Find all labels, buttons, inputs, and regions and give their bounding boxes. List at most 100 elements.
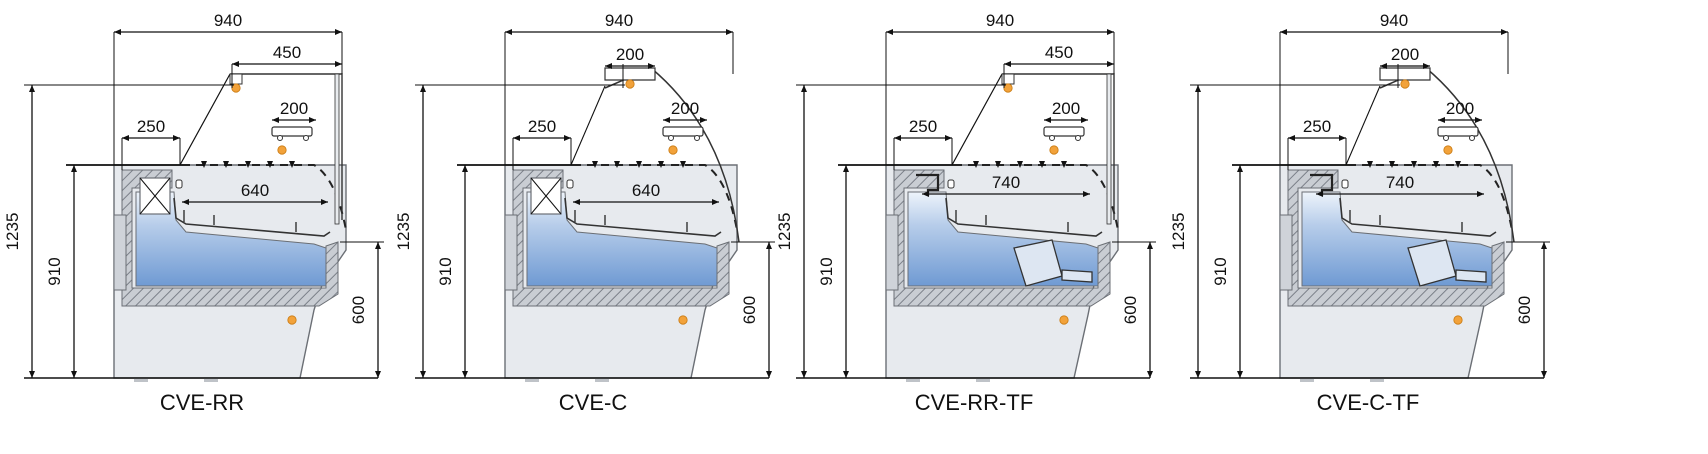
top-depth-arrow-right <box>1107 61 1114 67</box>
air-arrow <box>614 161 620 168</box>
ledge-depth-arrow-right <box>1339 135 1346 141</box>
well-depth-value: 740 <box>992 173 1020 192</box>
shelf-depth-value: 200 <box>1446 99 1474 118</box>
well-depth-arrow-right <box>1083 191 1090 197</box>
counter-height-arrow-bottom <box>71 371 77 378</box>
base-height-arrow-bottom <box>1541 371 1547 378</box>
upper-shelf <box>271 126 313 137</box>
well-depth-value: 640 <box>241 181 269 200</box>
shelf-lamp-icon <box>277 145 287 155</box>
ledge-depth-value: 250 <box>909 117 937 136</box>
overall-width-value: 940 <box>214 11 242 30</box>
shelf-depth-arrow-right <box>309 117 316 123</box>
well-depth-arrow-left <box>1316 191 1323 197</box>
air-curtain <box>573 164 738 231</box>
ledge-depth-value: 250 <box>137 117 165 136</box>
top-depth-value: 200 <box>616 45 644 64</box>
base-height-arrow-top <box>766 242 772 249</box>
bottom-tray <box>1455 269 1487 283</box>
sensor <box>175 179 183 189</box>
top-depth-arrow-left <box>232 61 239 67</box>
overall-height-arrow-bottom <box>420 371 426 378</box>
air-arrow <box>201 161 207 168</box>
top-depth-value: 450 <box>273 43 301 62</box>
deck-supports <box>955 210 1069 232</box>
air-arrow <box>680 161 686 168</box>
shelf-foot <box>277 135 283 141</box>
top-canopy <box>604 67 656 81</box>
air-arrow <box>223 161 229 168</box>
shelf-depth-value: 200 <box>1052 99 1080 118</box>
canopy-lamp-icon <box>1400 79 1410 89</box>
counter-height-value: 910 <box>1211 257 1230 285</box>
display-deck <box>945 197 1103 237</box>
shelf-foot <box>668 135 674 141</box>
side-glass-edge <box>570 85 606 166</box>
shelf-depth-arrow-left <box>272 117 279 123</box>
air-arrow <box>245 161 251 168</box>
top-depth-arrow-right <box>648 63 655 69</box>
counter-height-arrow-top <box>71 165 77 172</box>
base-height-arrow-top <box>1541 242 1547 249</box>
ledge-depth-arrow-left <box>513 135 520 141</box>
air-arrow <box>636 161 642 168</box>
sensor <box>566 179 574 189</box>
well-depth-arrow-left <box>573 199 580 205</box>
shelf-foot <box>1443 135 1449 141</box>
base-height-value: 600 <box>740 296 759 324</box>
counter-height-value: 910 <box>436 257 455 285</box>
overall-height-arrow-top <box>1195 85 1201 92</box>
model-label: CVE-C-TF <box>1317 390 1420 415</box>
plinth-foot <box>204 378 218 382</box>
canopy-lamp-icon <box>625 79 635 89</box>
ledge-depth-value: 250 <box>528 117 556 136</box>
top-depth-arrow-right <box>1423 63 1430 69</box>
counter-height-value: 910 <box>45 257 64 285</box>
ledge-depth-arrow-right <box>945 135 952 141</box>
top-depth-arrow-left <box>605 63 612 69</box>
air-arrow <box>1411 161 1417 168</box>
sloped-glass <box>951 73 1003 166</box>
air-arrow <box>995 161 1001 168</box>
upper-shelf <box>1043 126 1085 137</box>
overall-height-value: 1235 <box>1169 213 1188 251</box>
overall-height-arrow-top <box>420 85 426 92</box>
overall-height-arrow-bottom <box>29 371 35 378</box>
shelf-depth-value: 200 <box>671 99 699 118</box>
counter-height-arrow-top <box>843 165 849 172</box>
overall-width-arrow-left <box>1280 29 1287 35</box>
access-panel <box>113 214 127 291</box>
shelf-foot <box>1075 135 1081 141</box>
evaporator-cross-b <box>139 177 171 215</box>
display-deck <box>1339 197 1497 237</box>
air-arrow <box>1061 161 1067 168</box>
well-depth-arrow-right <box>321 199 328 205</box>
well-depth-value: 640 <box>632 181 660 200</box>
well-depth-value: 740 <box>1386 173 1414 192</box>
curved-front-glass <box>1379 67 1515 243</box>
plinth-foot <box>595 378 609 382</box>
overall-width-arrow-left <box>505 29 512 35</box>
shelf-depth-arrow-right <box>700 117 707 123</box>
well-depth-arrow-left <box>182 199 189 205</box>
counter-height-arrow-bottom <box>1237 371 1243 378</box>
air-arrow <box>658 161 664 168</box>
plinth-foot <box>525 378 539 382</box>
top-depth-arrow-left <box>1380 63 1387 69</box>
sensor <box>947 179 955 189</box>
side-glass-edge <box>1345 85 1381 166</box>
shelf-foot <box>1049 135 1055 141</box>
model-label: CVE-RR <box>160 390 244 415</box>
plinth-foot <box>976 378 990 382</box>
overall-width-arrow-left <box>886 29 893 35</box>
display-deck <box>173 197 331 237</box>
top-depth-arrow-right <box>335 61 342 67</box>
overall-height-value: 1235 <box>775 213 794 251</box>
air-arrow <box>289 161 295 168</box>
air-arrow <box>1017 161 1023 168</box>
well-depth-arrow-left <box>922 191 929 197</box>
overall-height-arrow-bottom <box>1195 371 1201 378</box>
access-panel <box>1279 214 1293 291</box>
